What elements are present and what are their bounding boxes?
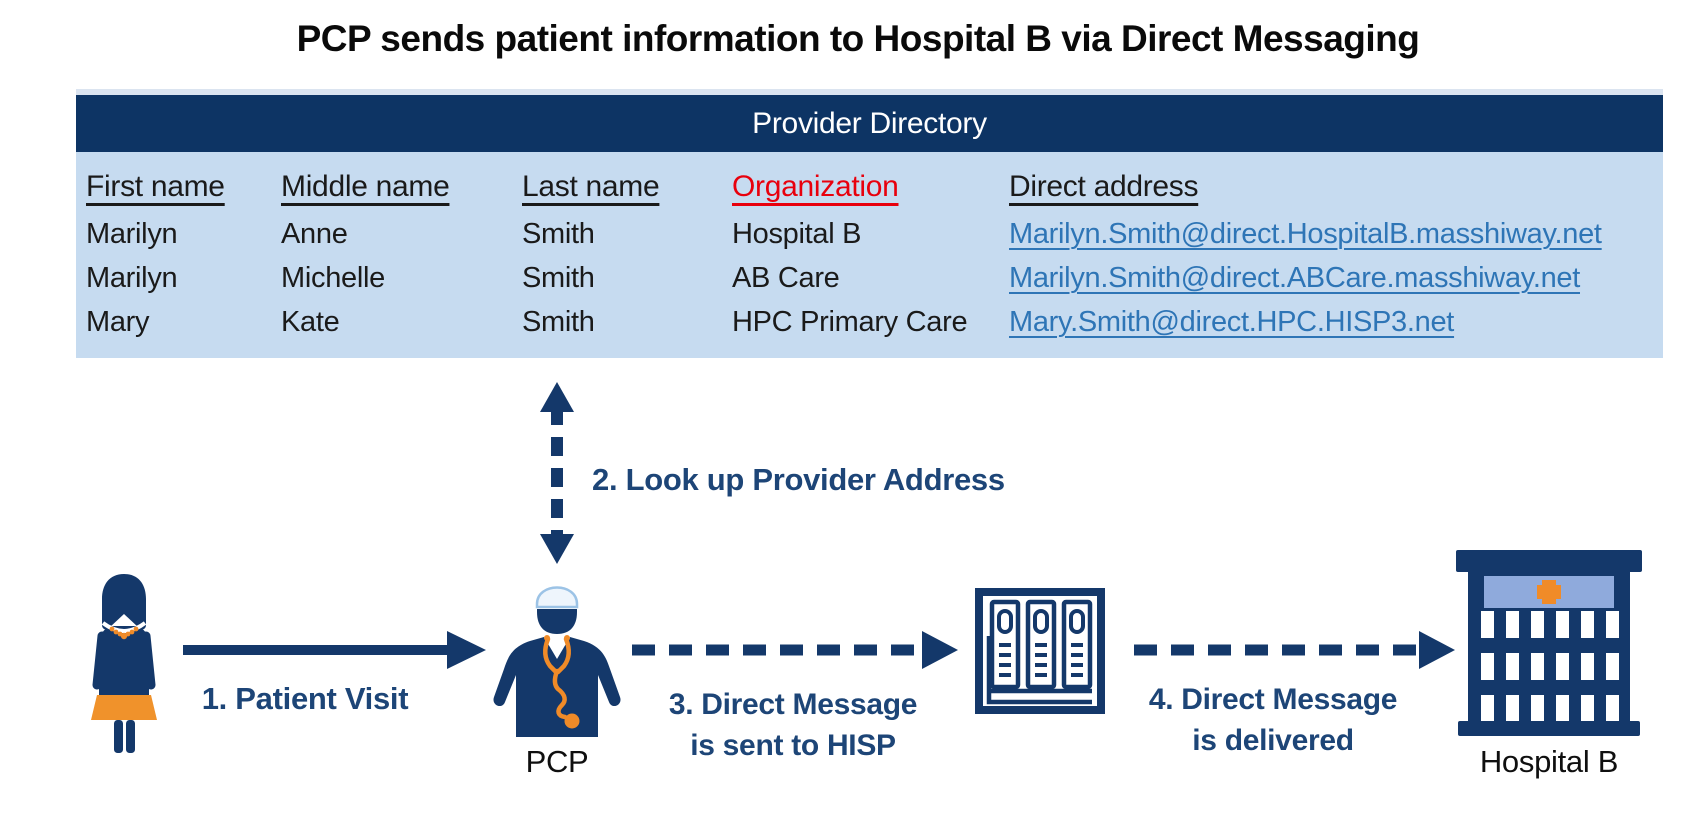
cornice xyxy=(1456,550,1642,572)
table-row: Marilyn Anne Smith Hospital B Marilyn.Sm… xyxy=(86,212,1653,256)
hospital-caption: Hospital B xyxy=(1479,744,1619,779)
organization: Hospital B xyxy=(732,218,862,250)
skirt xyxy=(91,695,157,720)
step3-label: 3. Direct Message is sent to HISP xyxy=(630,684,956,766)
patient-visit-arrow xyxy=(183,631,486,669)
organization: HPC Primary Care xyxy=(732,306,968,338)
step4-line1: 4. Direct Message xyxy=(1148,683,1398,716)
first-name: Marilyn xyxy=(86,262,178,294)
patient-icon xyxy=(91,574,157,753)
direct-address-link[interactable]: Marilyn.Smith@direct.HospitalB.masshiway… xyxy=(1009,218,1602,250)
direct-address-link[interactable]: Marilyn.Smith@direct.ABCare.masshiway.ne… xyxy=(1009,262,1580,294)
pcp-caption: PCP xyxy=(525,744,589,779)
necklace-dots xyxy=(109,626,139,640)
step4-label: 4. Direct Message is delivered xyxy=(1110,679,1436,761)
surgical-cap xyxy=(535,586,579,609)
windows xyxy=(1481,611,1619,722)
col-organization: Organization xyxy=(732,170,899,203)
first-name: Mary xyxy=(86,306,150,338)
last-name: Smith xyxy=(522,306,595,338)
col-last-name: Last name xyxy=(522,170,660,203)
pcp-doctor-icon xyxy=(493,586,621,737)
direct-message-arrow-2 xyxy=(1134,631,1455,669)
last-name: Smith xyxy=(522,218,595,250)
col-direct-address: Direct address xyxy=(1009,170,1199,203)
stethoscope xyxy=(543,636,571,720)
first-name: Marilyn xyxy=(86,218,178,250)
organization: AB Care xyxy=(732,262,840,294)
table-row: Marilyn Michelle Smith AB Care Marilyn.S… xyxy=(86,256,1653,300)
middle-name: Kate xyxy=(281,306,340,338)
medical-cross xyxy=(1537,580,1561,604)
hospital-icon xyxy=(1456,550,1642,736)
middle-name: Anne xyxy=(281,218,348,250)
shelf xyxy=(986,636,1092,705)
lookup-double-arrow xyxy=(540,382,574,564)
provider-directory-header: Provider Directory xyxy=(76,95,1663,152)
table-top-strip xyxy=(76,89,1663,95)
v-neck xyxy=(544,637,570,659)
last-name: Smith xyxy=(522,262,595,294)
col-middle-name: Middle name xyxy=(281,170,450,203)
direct-message-arrow-1 xyxy=(632,631,958,669)
base xyxy=(1458,721,1640,736)
step3-line1: 3. Direct Message xyxy=(668,688,918,721)
table-row: Mary Kate Smith HPC Primary Care Mary.Sm… xyxy=(86,300,1653,344)
page-title: PCP sends patient information to Hospita… xyxy=(296,18,1420,59)
hisp-server-icon xyxy=(975,588,1105,714)
step2-label: 2. Look up Provider Address xyxy=(592,462,1005,497)
step4-line2: is delivered xyxy=(1192,724,1354,757)
step1-label: 1. Patient Visit xyxy=(201,681,409,716)
table-header-row: First name Middle name Last name Organiz… xyxy=(86,162,1653,212)
provider-directory-body: First name Middle name Last name Organiz… xyxy=(76,152,1663,358)
col-first-name: First name xyxy=(86,170,225,203)
step3-line2: is sent to HISP xyxy=(690,729,896,762)
middle-name: Michelle xyxy=(281,262,385,294)
direct-address-link[interactable]: Mary.Smith@direct.HPC.HISP3.net xyxy=(1009,306,1455,338)
provider-directory-table: Provider Directory First name Middle nam… xyxy=(76,89,1663,358)
